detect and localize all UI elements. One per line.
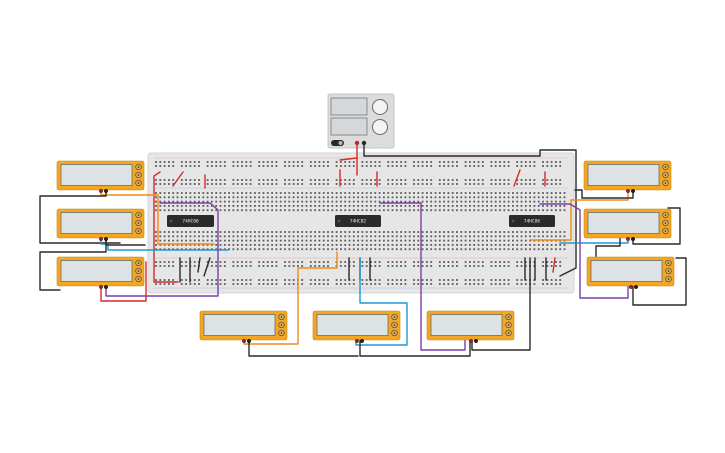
- wire-right-3-purple: [539, 203, 629, 299]
- probe-negative-icon[interactable]: [634, 285, 639, 290]
- multimeter-left-3[interactable]: [56, 256, 145, 290]
- probe-positive-icon[interactable]: [355, 339, 360, 344]
- multimeter-bottom-2[interactable]: [312, 310, 401, 344]
- probe-positive-icon[interactable]: [626, 189, 631, 194]
- multimeter-left-1[interactable]: [56, 160, 145, 194]
- probe-negative-icon[interactable]: [104, 237, 109, 242]
- wire-bottom-3-purple: [379, 202, 466, 351]
- meter-display: [590, 260, 663, 282]
- svg-text:· · · ·: · · · ·: [376, 142, 383, 146]
- wire-bottom-1-orange: [243, 251, 338, 345]
- multimeter-right-3[interactable]: [586, 256, 675, 290]
- probe-positive-icon[interactable]: [626, 237, 631, 242]
- wires: [39, 142, 687, 357]
- multimeter-bottom-3[interactable]: [426, 310, 515, 344]
- current-display: [330, 117, 368, 136]
- wire-psu-negative: [363, 142, 577, 277]
- chip-74hc86[interactable]: 74HC86: [509, 215, 555, 227]
- probe-positive-icon[interactable]: [242, 339, 247, 344]
- meter-display: [60, 260, 133, 282]
- probe-negative-icon[interactable]: [631, 189, 636, 194]
- meter-display: [203, 314, 276, 336]
- current-knob-icon[interactable]: [372, 119, 388, 135]
- probe-negative-icon[interactable]: [631, 237, 636, 242]
- power-supply[interactable]: · · · · · ·: [327, 93, 395, 149]
- meter-display: [587, 164, 660, 186]
- wire-right-1-orange: [529, 189, 629, 241]
- chip-74hc00[interactable]: 74HC00: [167, 215, 214, 227]
- multimeter-right-1[interactable]: [583, 160, 672, 194]
- probe-negative-icon[interactable]: [360, 339, 365, 344]
- breadboard-holes: [155, 161, 566, 285]
- probe-negative-icon[interactable]: [104, 285, 109, 290]
- multimeter-right-2[interactable]: [583, 208, 672, 242]
- meter-display: [60, 212, 133, 234]
- multimeters: [56, 160, 675, 344]
- breadboard-rails: [154, 157, 568, 289]
- meter-display: [60, 164, 133, 186]
- wire-bottom-2-blue: [355, 257, 408, 346]
- meter-display: [430, 314, 503, 336]
- meter-display: [316, 314, 389, 336]
- wire-left-1-orange: [100, 189, 215, 245]
- chip-label-74hc02: 74HC02: [350, 219, 367, 225]
- chip-label-74hc00: 74HC00: [182, 219, 199, 225]
- voltage-display: [330, 97, 368, 116]
- probe-positive-icon[interactable]: [469, 339, 474, 344]
- chip-label-74hc86: 74HC86: [524, 219, 541, 225]
- multimeter-left-2[interactable]: [56, 208, 145, 242]
- multimeter-bottom-1[interactable]: [199, 310, 288, 344]
- meter-display: [587, 212, 660, 234]
- probe-positive-icon[interactable]: [99, 189, 104, 194]
- wire-left-3-purple: [105, 202, 219, 297]
- probe-negative-icon[interactable]: [247, 339, 252, 344]
- svg-text:· ·: · ·: [346, 142, 349, 146]
- probe-positive-icon[interactable]: [99, 285, 104, 290]
- probe-positive-icon[interactable]: [629, 285, 634, 290]
- probe-negative-icon[interactable]: [104, 189, 109, 194]
- probe-negative-icon[interactable]: [474, 339, 479, 344]
- chip-74hc02[interactable]: 74HC02: [335, 215, 381, 227]
- voltage-knob-icon[interactable]: [372, 99, 388, 115]
- wire-left-2-blue: [100, 237, 229, 251]
- probe-positive-icon[interactable]: [99, 237, 104, 242]
- ic-chips: 74HC00 74HC02 74HC86: [167, 215, 555, 227]
- wire-left-red-jumper: [172, 171, 184, 187]
